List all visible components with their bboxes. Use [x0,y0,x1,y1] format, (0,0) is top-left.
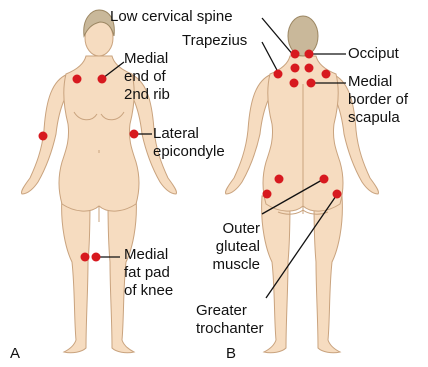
label-medial-fat-pad: Medial fat pad of knee [124,246,173,300]
tender-point-back-gluteal-left [275,175,284,184]
back-left-leg [262,196,290,353]
label-line: epicondyle [153,143,225,161]
tender-point-back-occiput-right [305,50,314,59]
label-line: 2nd rib [124,86,170,104]
label-line: scapula [348,109,408,127]
back-right-leg [314,196,342,353]
label-medial-border-scapula: Medial border of scapula [348,73,408,127]
label-trapezius: Trapezius [182,32,247,50]
label-line: of knee [124,282,173,300]
label-line: end of [124,68,170,86]
tender-point-back-trochanter-left [263,190,272,199]
tender-point-back-trapezius-right [322,70,331,79]
label-line: gluteal [204,238,260,256]
label-outer-gluteal: Outer gluteal muscle [204,220,260,274]
label-greater-trochanter: Greater trochanter [196,302,264,338]
label-line: Greater [196,302,264,320]
front-left-leg [62,196,90,353]
label-line: Medial [124,50,170,68]
leader-trapezius [262,42,278,72]
tender-point-back-occiput-left [291,50,300,59]
label-line: Outer [204,220,260,238]
tender-point-front-epicondyle-left [39,132,48,141]
tender-point-back-cervical-right [305,64,314,73]
tender-point-front-rib-right [98,75,107,84]
back-head [288,16,318,56]
label-line: muscle [204,256,260,274]
tender-point-front-epicondyle-right [130,130,139,139]
label-line: Medial [124,246,173,264]
tender-point-front-rib-left [73,75,82,84]
tender-point-front-knee-right [92,253,101,262]
label-lateral-epicondyle: Lateral epicondyle [153,125,225,161]
tender-point-back-scapula-left [290,79,299,88]
tender-point-front-knee-left [81,253,90,262]
label-low-cervical-spine: Low cervical spine [110,8,233,26]
tender-point-back-trapezius-left [274,70,283,79]
tender-point-back-scapula-right [307,79,316,88]
tender-point-back-trochanter-right [333,190,342,199]
label-line: trochanter [196,320,264,338]
panel-label-a: A [10,345,20,362]
label-line: Lateral [153,125,225,143]
label-line: fat pad [124,264,173,282]
tender-point-back-cervical-left [291,64,300,73]
label-medial-2nd-rib: Medial end of 2nd rib [124,50,170,104]
label-line: Medial [348,73,408,91]
panel-label-b: B [226,345,236,362]
label-occiput: Occiput [348,45,399,63]
label-line: border of [348,91,408,109]
tender-point-back-gluteal-right [320,175,329,184]
